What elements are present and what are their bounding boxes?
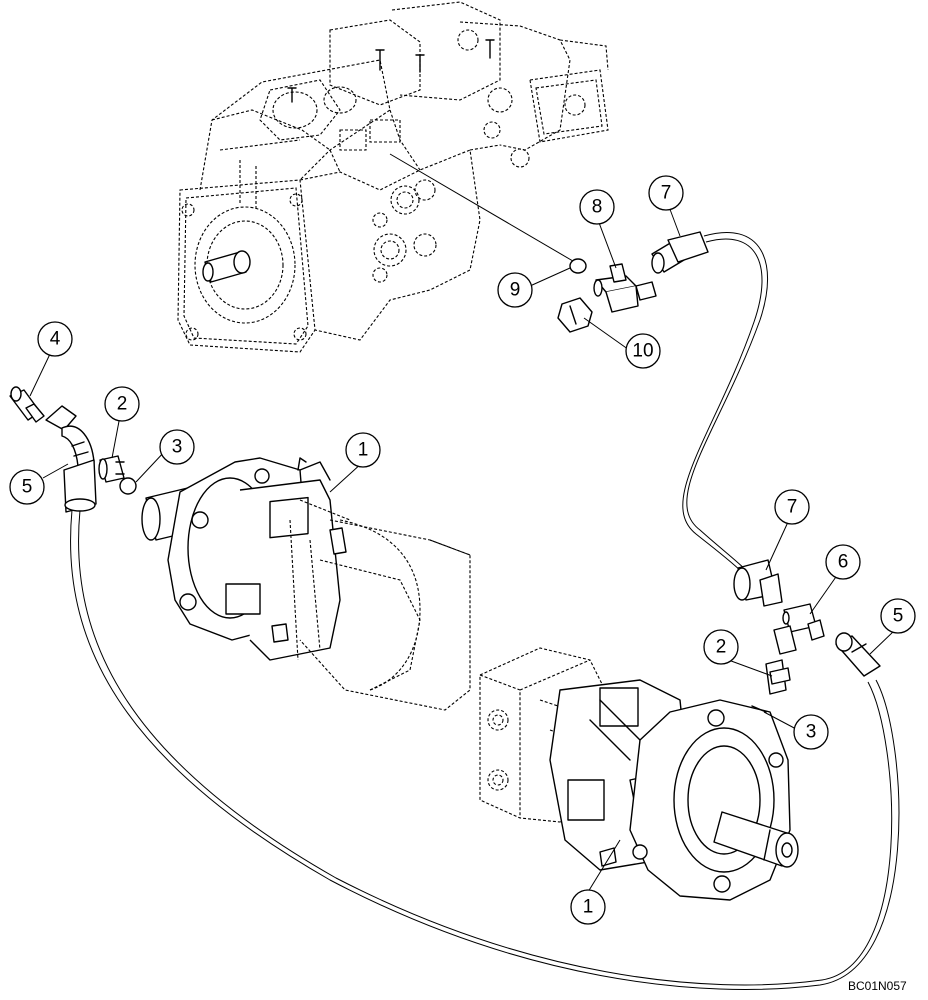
callout-5-left: 5 [9, 469, 45, 505]
callout-label: 1 [583, 897, 594, 918]
gauge-coupler-7-top [651, 231, 709, 274]
callout-6: 6 [825, 544, 861, 580]
callout-label: 2 [716, 637, 727, 658]
hose-end-fitting-5-right [835, 632, 881, 677]
callout-label: 6 [838, 552, 849, 573]
hydraulic-pump [177, 1, 609, 353]
drive-motor-lower [479, 647, 799, 901]
callout-8: 8 [579, 189, 615, 225]
o-ring-9 [569, 258, 587, 274]
callout-label: 7 [787, 497, 798, 518]
callout-10: 10 [625, 333, 661, 369]
drawing-code: BC01N057 [848, 979, 907, 993]
callout-3-left: 3 [159, 429, 195, 465]
callout-label: 3 [172, 437, 183, 458]
adapter-fitting-2-right [765, 659, 791, 695]
callout-1-upper: 1 [345, 432, 381, 468]
callout-label: 3 [806, 722, 817, 743]
hose-elbow-fitting-5 [45, 405, 97, 513]
callout-7-mid: 7 [774, 489, 810, 525]
adapter-fitting-2-left [98, 455, 125, 483]
callout-5-right: 5 [880, 598, 916, 634]
drive-motor-upper [141, 457, 471, 711]
callout-label: 2 [117, 394, 128, 415]
callout-label: 10 [632, 341, 653, 362]
gauge-coupler-7-mid [733, 559, 783, 607]
hose-lines [70, 153, 900, 990]
o-ring-3-left [119, 477, 137, 495]
callout-9: 9 [497, 272, 533, 308]
tee-fitting-8 [593, 263, 657, 313]
callout-label: 9 [510, 280, 521, 301]
callout-1-lower: 1 [570, 889, 606, 925]
callout-7-top: 7 [648, 175, 684, 211]
tee-fitting-6 [773, 603, 825, 655]
callout-3-right: 3 [793, 714, 829, 750]
callout-label: 1 [358, 440, 369, 461]
callout-label: 5 [22, 477, 33, 498]
callout-label: 7 [661, 183, 672, 204]
callout-2-right: 2 [703, 629, 739, 665]
adapter-fitting-4 [9, 386, 45, 423]
callout-label: 4 [50, 329, 61, 350]
fittings [9, 231, 881, 713]
callout-leaders [29, 203, 896, 893]
callout-4: 4 [37, 321, 73, 357]
callout-2-left: 2 [104, 386, 140, 422]
o-ring-3-right [751, 705, 767, 713]
callout-label: 8 [592, 197, 603, 218]
cap-fitting-10 [557, 297, 593, 333]
callout-label: 5 [893, 606, 904, 627]
